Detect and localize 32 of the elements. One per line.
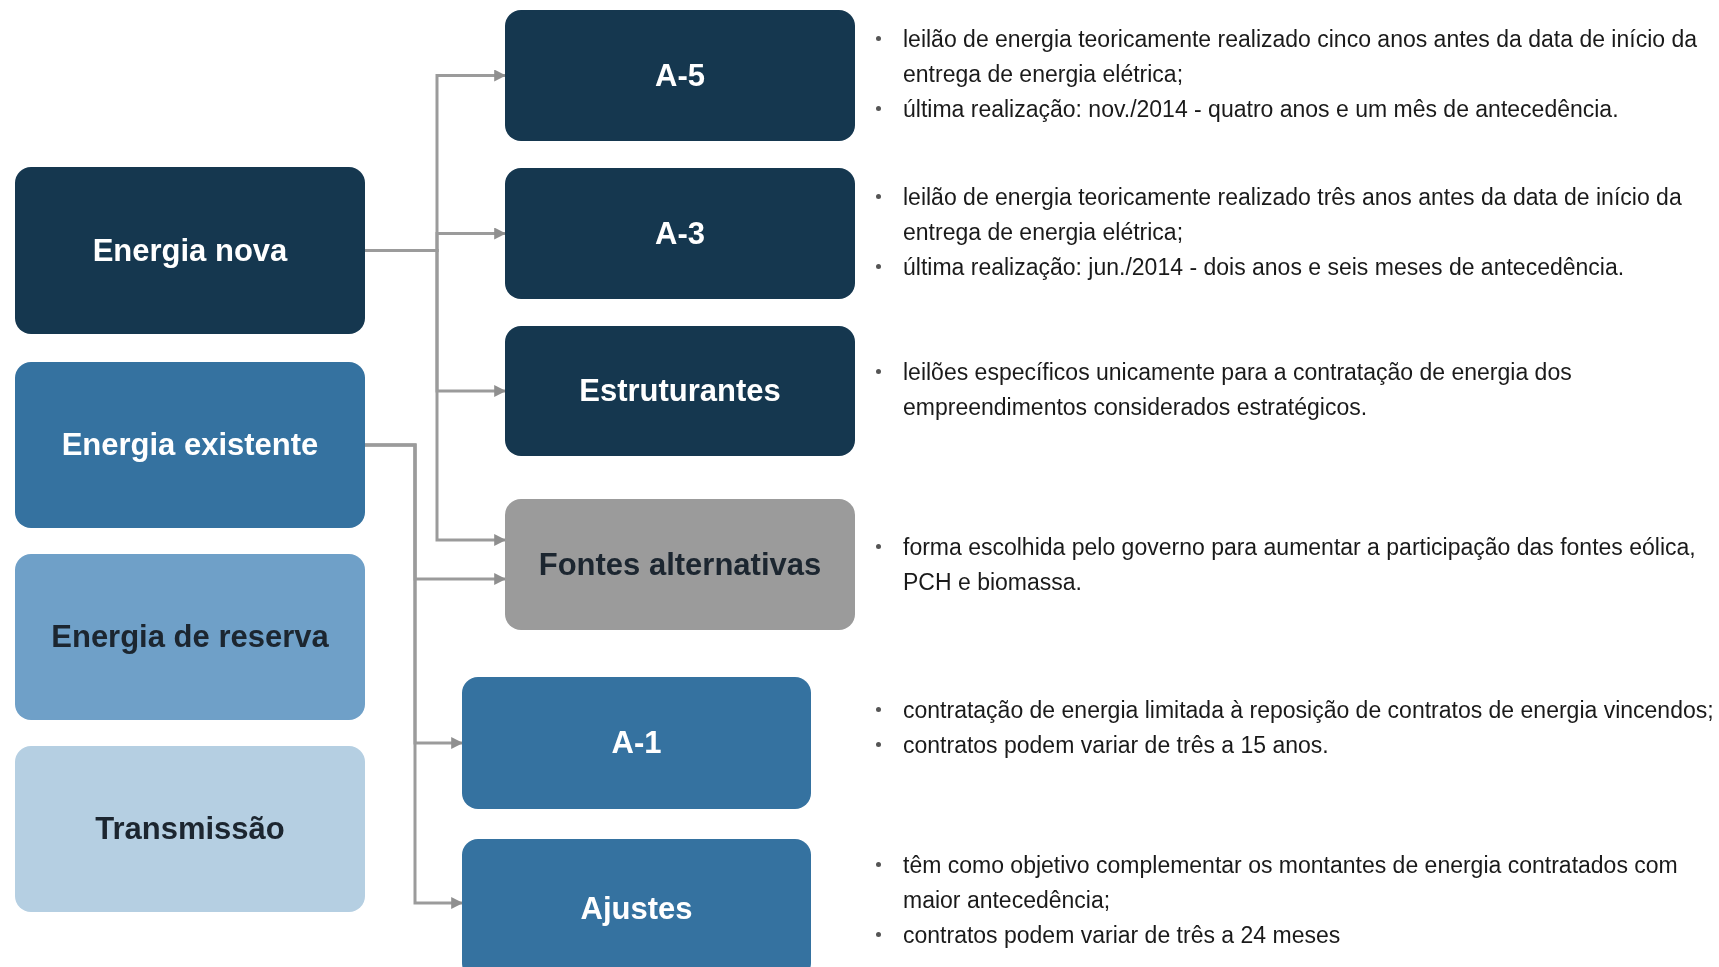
box-label: Energia nova	[92, 232, 288, 269]
box-label: Ajustes	[580, 891, 693, 927]
bullet-text: têm como objetivo complementar os montantes de energia contratados com maior antecedência;	[903, 851, 1679, 915]
connector-arrow	[365, 249, 507, 546]
box-label: A-1	[611, 725, 662, 761]
box-label: Energia existente	[61, 427, 319, 463]
bullet-text: leilão de energia teoricamente realizado cinco anos antes da data de início da entrega de energia elétrica;	[903, 25, 1699, 89]
bullet-text: última realização: nov./2014 - quatro anos e um mês de antecedência.	[903, 95, 1619, 124]
bullet-text: contratos podem variar de três a 24 meses	[903, 921, 1341, 950]
category-box	[505, 168, 855, 299]
category-box	[15, 362, 365, 528]
bullet-text: forma escolhida pelo governo para aumentar a participação das fontes eólica, PCH e biomassa.	[903, 533, 1697, 597]
category-box	[462, 839, 811, 967]
bullet-text: última realização: jun./2014 - dois anos e seis meses de antecedência.	[903, 253, 1625, 282]
box-label: Fontes alternativas	[538, 546, 822, 583]
category-box	[505, 10, 855, 141]
box-label: Transmissão	[95, 811, 285, 847]
bullet-text: contratação de energia limitada à reposição de contratos de energia vincendos;	[903, 696, 1714, 725]
box-label: Estruturantes	[579, 373, 781, 409]
connector-arrow	[365, 443, 464, 909]
category-box	[15, 746, 365, 912]
category-box	[15, 167, 365, 334]
category-box	[505, 499, 855, 630]
bullet-text: contratos podem variar de três a 15 anos.	[903, 731, 1329, 760]
category-box	[505, 326, 855, 456]
box-label: A-3	[655, 215, 705, 252]
bullet-text: leilão de energia teoricamente realizado três anos antes da data de início da entrega de energia elétrica;	[903, 183, 1683, 247]
box-label: A-5	[655, 57, 705, 94]
category-box	[462, 677, 811, 809]
category-box	[15, 554, 365, 720]
bullet-text: leilões específicos unicamente para a contratação de energia dos empreendimentos considerados estratégicos.	[903, 358, 1573, 422]
box-label: Energia de reserva	[51, 619, 329, 655]
